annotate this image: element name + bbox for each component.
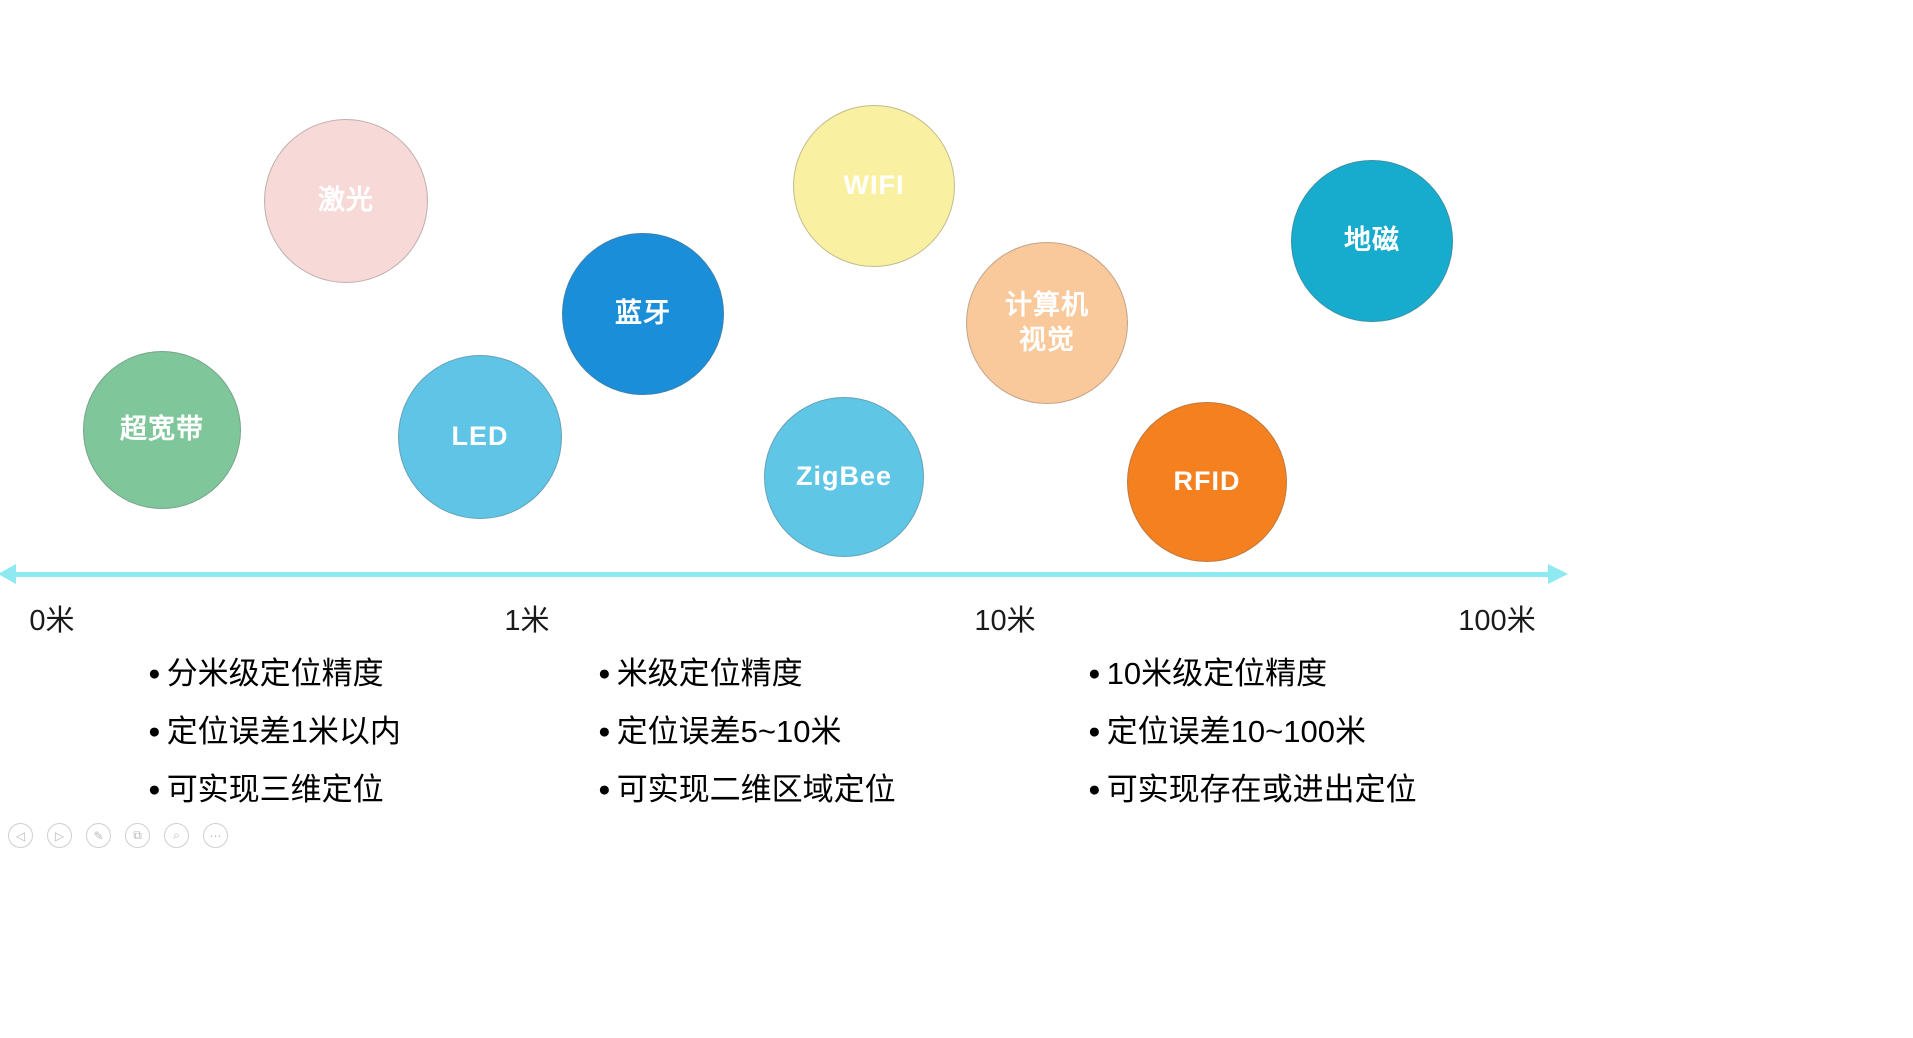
slides-panel-icon[interactable]: ⧉ (125, 823, 150, 848)
axis-tick-0m: 0米 (29, 605, 75, 637)
note-item: ● 可实现二维区域定位 (598, 771, 896, 808)
next-slide-icon[interactable]: ▷ (47, 823, 72, 848)
note-text: 可实现三维定位 (166, 772, 384, 808)
axis-line (8, 572, 1550, 577)
notes-column-decimeter: ● 分米级定位精度 ● 定位误差1米以内 ● 可实现三维定位 (148, 655, 401, 809)
note-item: ● 米级定位精度 (598, 655, 896, 692)
more-icon[interactable]: ⋯ (203, 823, 228, 848)
axis-tick-1m: 1米 (504, 605, 550, 637)
bubble-laser-label: 激光 (318, 185, 374, 216)
bubble-rfid: RFID (1127, 402, 1287, 562)
bullet-icon: ● (598, 662, 611, 685)
note-item: ● 10米级定位精度 (1088, 655, 1417, 692)
bubble-geomagnetic-label: 地磁 (1344, 225, 1400, 256)
magnifier-icon[interactable]: ⌕ (164, 823, 189, 848)
bubble-led-label: LED (451, 421, 509, 452)
notes-column-ten-meter: ● 10米级定位精度 ● 定位误差10~100米 ● 可实现存在或进出定位 (1088, 655, 1417, 809)
note-item: ● 可实现存在或进出定位 (1088, 771, 1417, 808)
note-text: 10米级定位精度 (1106, 656, 1328, 691)
bullet-icon: ● (1088, 662, 1101, 685)
bubble-rfid-label: RFID (1173, 466, 1241, 497)
bullet-icon: ● (1088, 778, 1101, 802)
bubble-geomagnetic: 地磁 (1291, 160, 1453, 322)
presentation-controls: ◁ ▷ ✎ ⧉ ⌕ ⋯ (8, 823, 228, 848)
bubble-uwb: 超宽带 (83, 351, 241, 509)
bubble-computer-vision-label: 计算机 视觉 (1005, 289, 1089, 355)
bullet-icon: ● (598, 720, 611, 744)
bubble-bluetooth-label: 蓝牙 (615, 298, 671, 329)
note-text: 定位误差10~100米 (1106, 714, 1366, 750)
note-text: 定位误差1米以内 (166, 714, 401, 750)
bullet-icon: ● (598, 778, 611, 802)
bubble-laser: 激光 (264, 119, 428, 283)
bubble-zigbee: ZigBee (764, 397, 924, 557)
note-text: 米级定位精度 (616, 656, 803, 691)
bullet-icon: ● (148, 720, 161, 744)
note-text: 可实现存在或进出定位 (1106, 772, 1417, 808)
bullet-icon: ● (148, 778, 161, 802)
note-text: 定位误差5~10米 (616, 714, 842, 750)
bubble-led: LED (398, 355, 562, 519)
notes-column-meter: ● 米级定位精度 ● 定位误差5~10米 ● 可实现二维区域定位 (598, 655, 896, 809)
previous-slide-icon[interactable]: ◁ (8, 823, 33, 848)
bullet-icon: ● (1088, 720, 1101, 744)
note-item: ● 定位误差5~10米 (598, 713, 896, 750)
bullet-icon: ● (148, 662, 161, 685)
bubble-wifi: WIFI (793, 105, 955, 267)
axis-arrow-right (1548, 564, 1568, 584)
axis-tick-100m: 100米 (1458, 605, 1536, 637)
note-item: ● 定位误差10~100米 (1088, 713, 1417, 750)
note-item: ● 分米级定位精度 (148, 655, 401, 692)
note-item: ● 定位误差1米以内 (148, 713, 401, 750)
note-text: 分米级定位精度 (166, 656, 384, 691)
note-item: ● 可实现三维定位 (148, 771, 401, 808)
bubble-wifi-label: WIFI (843, 170, 905, 201)
bubble-bluetooth: 蓝牙 (562, 233, 724, 395)
bubble-computer-vision: 计算机 视觉 (966, 242, 1128, 404)
bubble-zigbee-label: ZigBee (795, 461, 893, 492)
note-text: 可实现二维区域定位 (616, 772, 896, 808)
pen-icon[interactable]: ✎ (86, 823, 111, 848)
axis-tick-10m: 10米 (974, 605, 1036, 637)
bubble-uwb-label: 超宽带 (120, 414, 204, 445)
